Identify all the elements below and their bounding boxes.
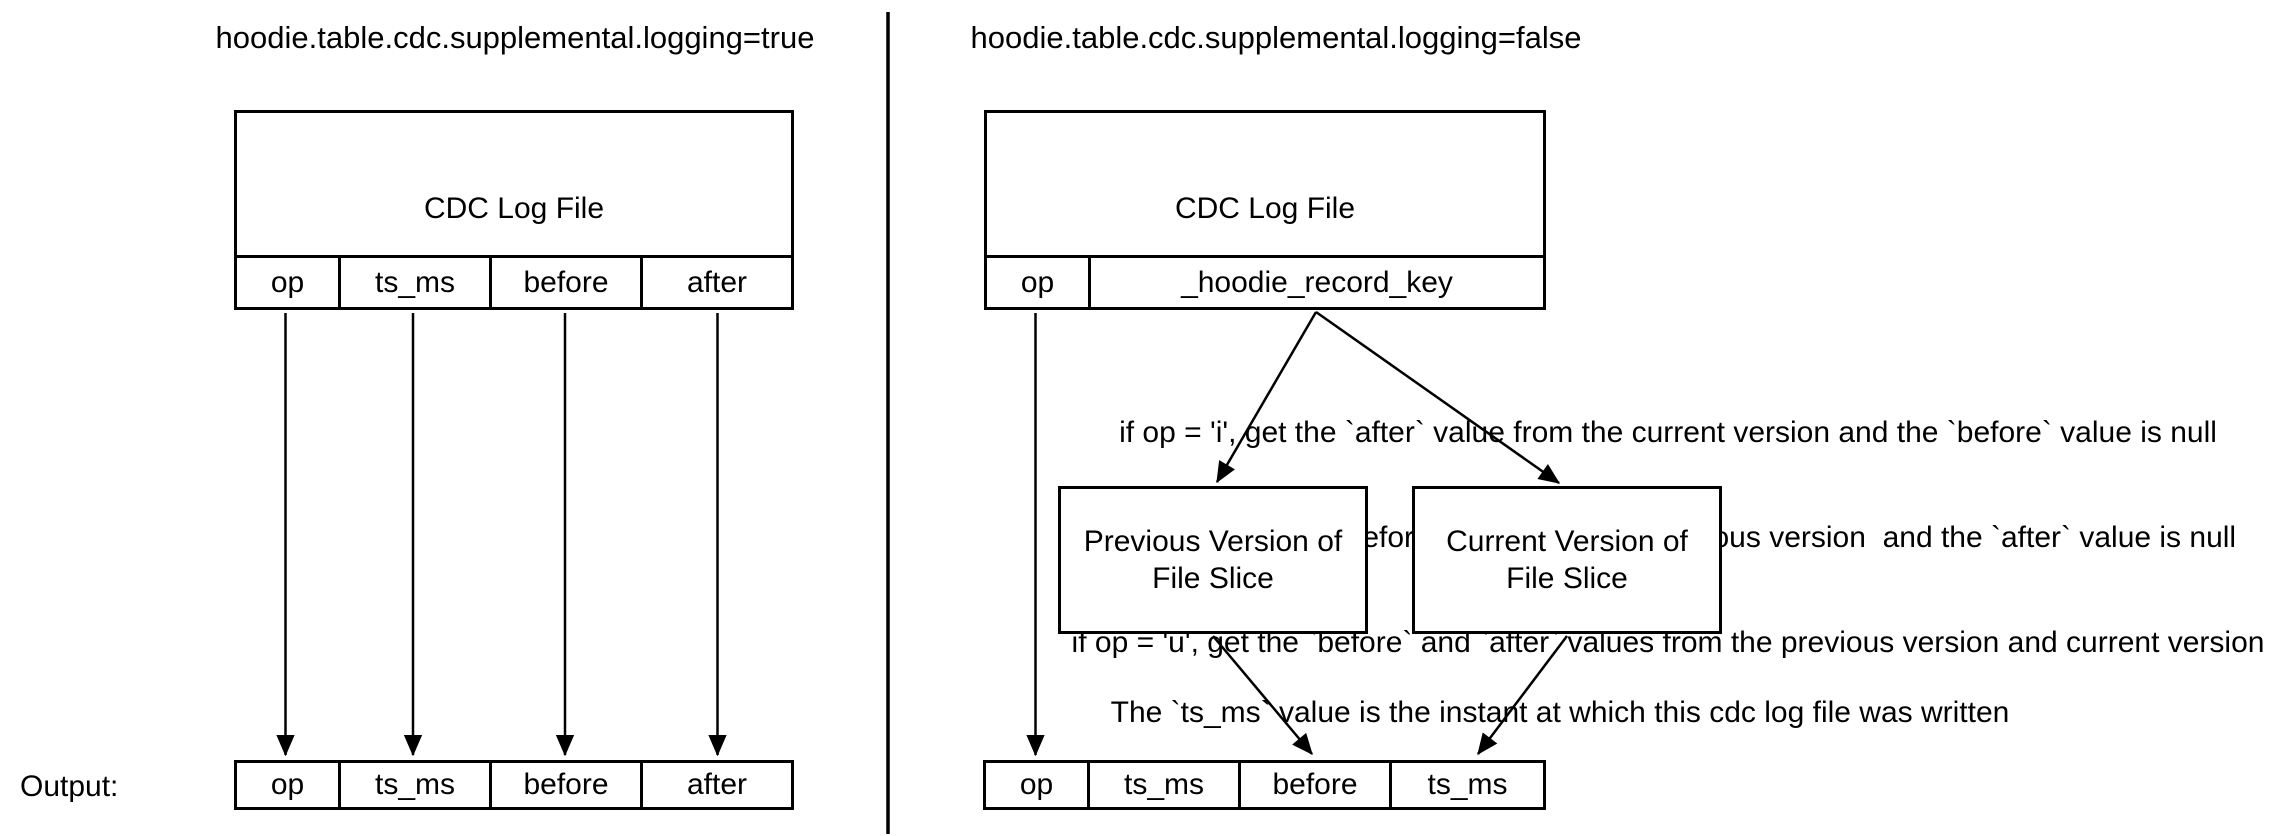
- current-version-label-line2: File Slice: [1506, 562, 1628, 595]
- right-output-row: op ts_ms before ts_ms: [983, 760, 1546, 810]
- output-label: Output:: [20, 770, 119, 803]
- right-panel-title: hoodie.table.cdc.supplemental.logging=fa…: [970, 20, 1582, 55]
- current-version-label-line1: Current Version of: [1446, 525, 1688, 558]
- right-cdc-columns-row: op _hoodie_record_key: [987, 255, 1543, 307]
- left-column-after: after: [640, 258, 791, 307]
- previous-version-label-line2: File Slice: [1152, 562, 1274, 595]
- right-cdc-log-file-box: CDC Log File op _hoodie_record_key: [984, 110, 1546, 310]
- left-output-ts-ms: ts_ms: [338, 763, 489, 807]
- right-cdc-box-label: CDC Log File: [1174, 192, 1356, 225]
- left-panel-title: hoodie.table.cdc.supplemental.logging=tr…: [215, 20, 815, 55]
- right-output-before: before: [1238, 763, 1389, 807]
- ts-ms-note: The `ts_ms` value is the instant at whic…: [1110, 696, 2010, 729]
- right-output-ts-ms: ts_ms: [1087, 763, 1238, 807]
- right-cdc-box-body: CDC Log File: [987, 113, 1543, 255]
- left-output-before: before: [489, 763, 640, 807]
- previous-version-label-line1: Previous Version of: [1083, 525, 1343, 558]
- left-cdc-box-body: CDC Log File: [237, 113, 791, 255]
- left-cdc-log-file-box: CDC Log File op ts_ms before after: [234, 110, 794, 310]
- arrow-current-to-ts-ms: [1477, 635, 1568, 756]
- left-output-op: op: [270, 768, 305, 801]
- right-column-hoodie-record-key: _hoodie_record_key: [1088, 258, 1543, 307]
- current-version-file-slice-box: Current Version of File Slice: [1412, 486, 1722, 634]
- arrow-previous-to-before: [1212, 635, 1313, 755]
- left-column-ts-ms: ts_ms: [338, 258, 489, 307]
- arrow-record-key-to-current: [1315, 310, 1561, 485]
- arrow-record-key-to-previous: [1215, 311, 1318, 484]
- previous-version-file-slice-box: Previous Version of File Slice: [1058, 486, 1368, 634]
- left-output-after: after: [640, 763, 791, 807]
- op-rule-insert: if op = 'i', get the `after` value from …: [1119, 416, 2217, 449]
- left-cdc-columns-row: op ts_ms before after: [237, 255, 791, 307]
- left-column-op: op: [270, 265, 305, 299]
- right-output-op: op: [1019, 768, 1054, 801]
- left-cdc-box-label: CDC Log File: [423, 192, 605, 225]
- right-output-ts-ms-2: ts_ms: [1389, 763, 1543, 807]
- left-column-before: before: [489, 258, 640, 307]
- left-output-row: op ts_ms before after: [234, 760, 794, 810]
- right-column-op: op: [1020, 265, 1055, 299]
